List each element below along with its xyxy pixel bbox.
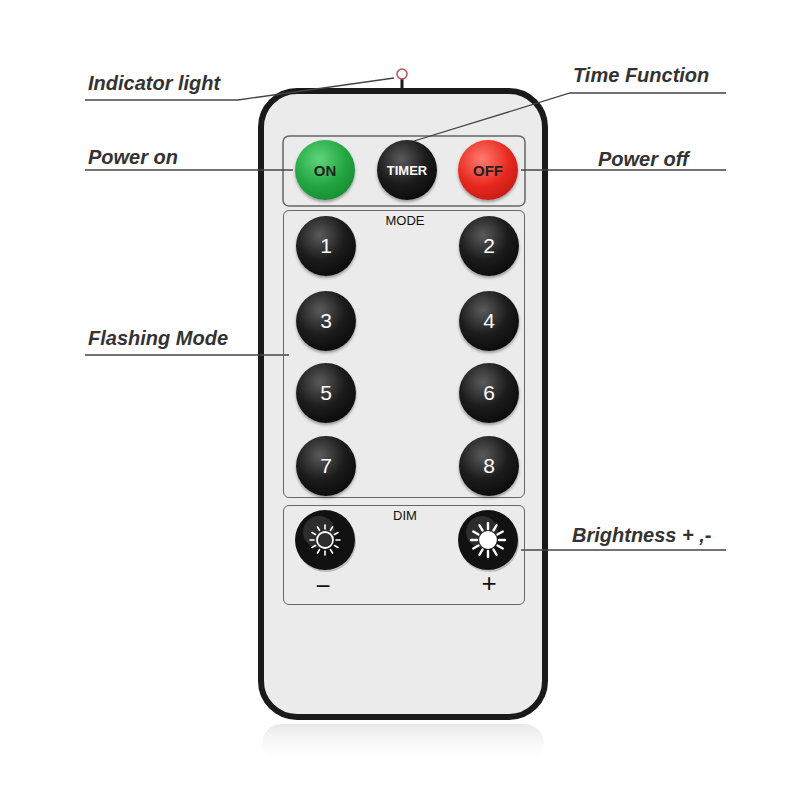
leader-line [85, 169, 293, 170]
indicator-light [397, 69, 407, 79]
remote-button: 3 [296, 291, 356, 351]
leader-line [414, 93, 726, 141]
sun-ray [498, 546, 503, 549]
remote-button: 7 [296, 436, 356, 496]
dim-button [458, 510, 518, 570]
leader-line [521, 549, 726, 550]
sun-ray [471, 539, 477, 541]
button-label: 7 [320, 454, 332, 478]
button-label: 5 [320, 381, 332, 405]
reflection [262, 724, 544, 764]
button-label: 8 [483, 454, 495, 478]
button-group-box: DIM − + [283, 505, 525, 605]
sun-core [480, 532, 496, 548]
button-label: 3 [320, 309, 332, 333]
remote-button: 4 [459, 291, 519, 351]
remote-button: 6 [459, 363, 519, 423]
button-label: 1 [320, 234, 332, 258]
dim-sign: + [481, 570, 496, 596]
remote-button: 1 [296, 216, 356, 276]
button-shine [303, 516, 335, 548]
remote-button: 8 [459, 436, 519, 496]
callout-label: Brightness + ,- [572, 524, 711, 547]
remote-button: 5 [296, 363, 356, 423]
button-label: 2 [483, 234, 495, 258]
button-label: TIMER [387, 163, 427, 178]
sun-ray [487, 523, 489, 529]
remote-body [261, 91, 545, 717]
sun-ray [335, 546, 338, 548]
sun-ray [331, 527, 333, 530]
sun-ray [480, 525, 483, 530]
dim-button [295, 510, 355, 570]
sun-ray [335, 533, 338, 535]
button-label: 6 [483, 381, 495, 405]
sun-ray [480, 550, 483, 555]
sun-ray [324, 551, 326, 555]
button-label: OFF [473, 162, 503, 179]
callout-label: Indicator light [88, 72, 220, 95]
callout-label: Power on [88, 146, 178, 169]
callout-label: Time Function [573, 64, 709, 87]
group-heading: MODE [386, 213, 425, 228]
button-group-box: MODE 1 2 3 4 5 6 7 8 [283, 210, 525, 498]
button-label: 4 [483, 309, 495, 333]
button-label: ON [314, 162, 337, 179]
remote-button: TIMER [377, 140, 437, 200]
remote-button: OFF [458, 140, 518, 200]
sun-ray [499, 539, 505, 541]
power-group-frame [283, 136, 525, 206]
sun-ray [498, 532, 503, 535]
sun-ray [494, 550, 497, 555]
sun-ray [324, 525, 326, 529]
sun-ray [336, 539, 340, 541]
sun-ray [312, 546, 315, 548]
sun-ray [318, 527, 320, 530]
sun-ray [487, 551, 489, 557]
leader-lines [85, 78, 726, 550]
callout-label: Power off [598, 148, 689, 171]
sun-core [317, 532, 333, 548]
sun-ray [473, 532, 478, 535]
dim-sign: − [315, 573, 330, 599]
leader-line [85, 354, 289, 355]
sun-ray [312, 533, 315, 535]
button-shine [466, 516, 498, 548]
remote-button: 2 [459, 216, 519, 276]
remote-button: ON [295, 140, 355, 200]
sun-ray [494, 525, 497, 530]
sun-ray [331, 550, 333, 553]
callout-label: Flashing Mode [88, 327, 228, 350]
sun-ray [318, 550, 320, 553]
sun-ray [473, 546, 478, 549]
sun-ray [310, 539, 314, 541]
group-heading: DIM [393, 508, 417, 523]
